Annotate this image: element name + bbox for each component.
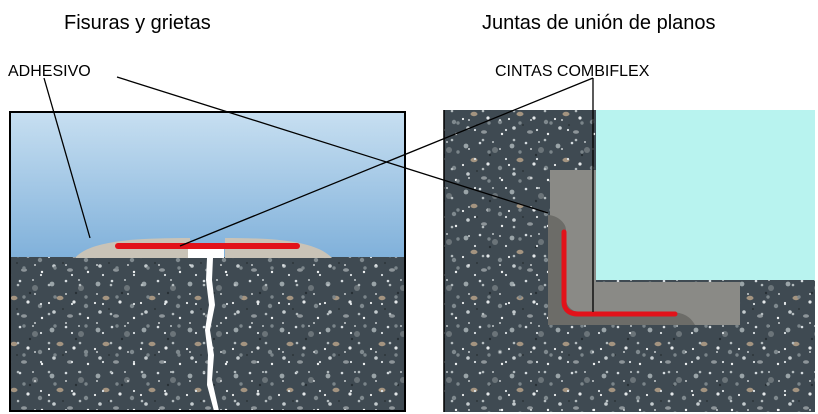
title-cracks: Fisuras y grietas	[64, 12, 211, 34]
mortar-fill	[550, 170, 740, 325]
callout-combiflex-tape: CINTAS COMBIFLEX	[495, 63, 650, 80]
leader-lines	[43, 76, 594, 312]
joint-panel	[443, 110, 815, 412]
title-plane-joints: Juntas de unión de planos	[482, 12, 716, 34]
pool-water	[596, 110, 815, 280]
panel-border-left	[9, 111, 406, 412]
crack-panel	[9, 111, 406, 412]
crack	[205, 258, 219, 411]
callout-adhesive: ADHESIVO	[8, 63, 91, 80]
combiflex-tape-left	[115, 243, 300, 249]
sky-background	[10, 112, 405, 260]
combiflex-tape-corner	[561, 229, 678, 317]
